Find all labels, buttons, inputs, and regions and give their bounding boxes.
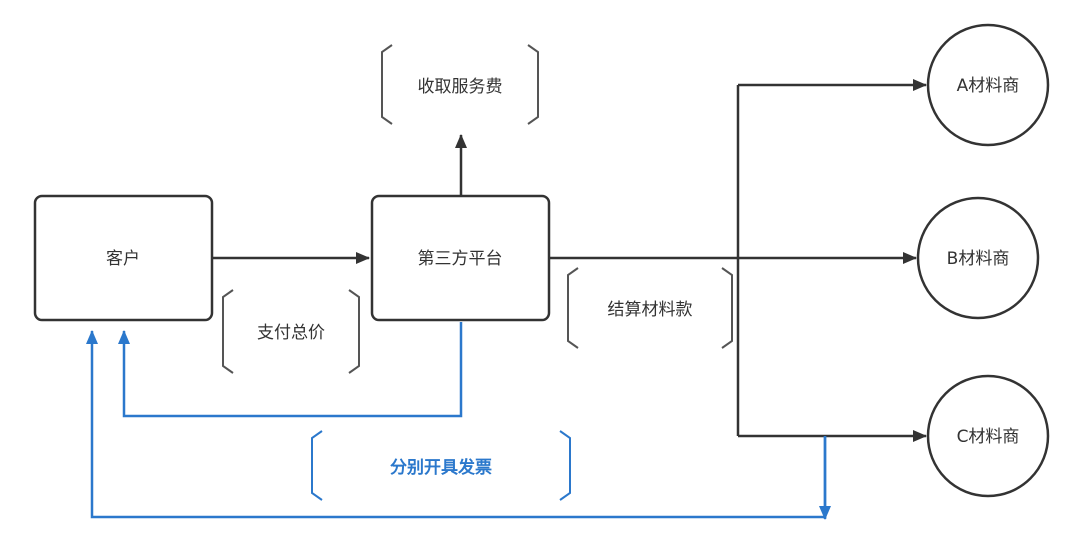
supplier-c-invoice-line <box>86 330 827 519</box>
invoice-bracket-left <box>311 430 323 501</box>
platform-label: 第三方平台 <box>418 249 503 269</box>
supplier-b-label: B材料商 <box>947 249 1010 269</box>
supplier-b-node <box>916 196 1040 320</box>
settle-material-note: 结算材料款 <box>608 300 693 320</box>
platform-invoice-arrow <box>118 322 463 418</box>
customer-node <box>33 194 214 322</box>
supplier-c-label: C材料商 <box>957 427 1020 447</box>
supplier-a-node <box>926 23 1050 147</box>
pay-total-note: 支付总价 <box>257 323 325 343</box>
settle-bracket-right <box>721 267 733 349</box>
invoice-bracket-right <box>559 430 571 501</box>
service-fee-bracket-left <box>381 44 393 125</box>
customer-label: 客户 <box>106 249 140 269</box>
pay-total-bracket-right <box>348 289 360 374</box>
platform-node <box>370 194 551 322</box>
separate-invoices-note: 分别开具发票 <box>390 457 492 478</box>
settle-bracket-left <box>567 267 579 349</box>
supplier-c-node <box>926 374 1050 498</box>
service-fee-note: 收取服务费 <box>418 77 503 97</box>
service-fee-bracket-right <box>527 44 539 125</box>
pay-total-bracket-left <box>222 289 234 374</box>
supplier-a-label: A材料商 <box>957 76 1020 96</box>
